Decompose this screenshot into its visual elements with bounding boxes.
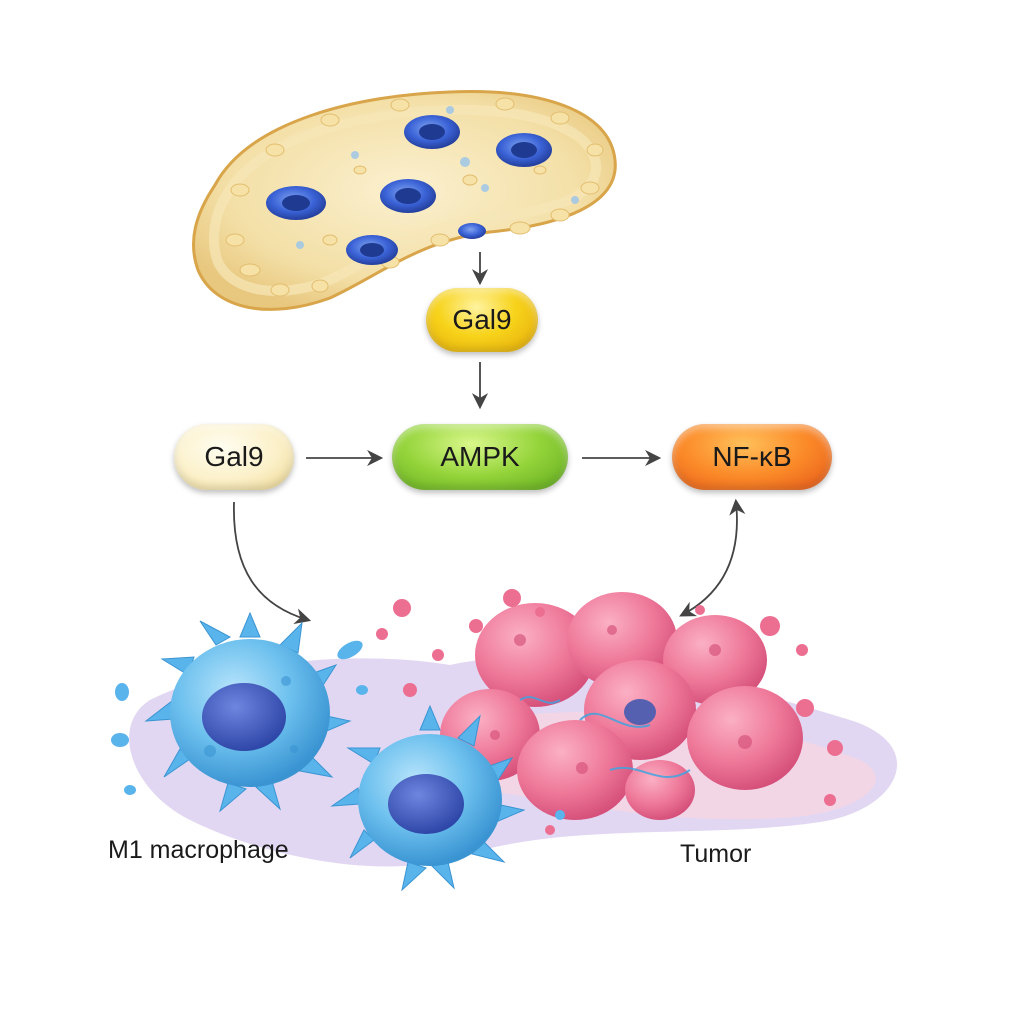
- arrow-nfkb-tumor-bidirectional: [679, 498, 746, 617]
- tumor-mass: [440, 592, 803, 820]
- label-m1-macrophage: M1 macrophage: [108, 836, 289, 864]
- label-tumor: Tumor: [680, 840, 752, 868]
- node-ampk: AMPK: [392, 424, 568, 490]
- macrophage-2: [330, 704, 526, 892]
- tumor-droplets: [376, 589, 843, 835]
- arrow-gal9-to-macrophage: [233, 501, 312, 625]
- macrophage-droplets: [111, 640, 565, 820]
- node-gal9-top: Gal9: [426, 288, 538, 352]
- source-cell: [191, 90, 617, 311]
- node-nfkb: NF-κB: [672, 424, 832, 490]
- arrows: [233, 252, 746, 625]
- node-gal9-left: Gal9: [174, 424, 294, 490]
- macrophage-1: [144, 611, 352, 813]
- organelles: [266, 115, 552, 265]
